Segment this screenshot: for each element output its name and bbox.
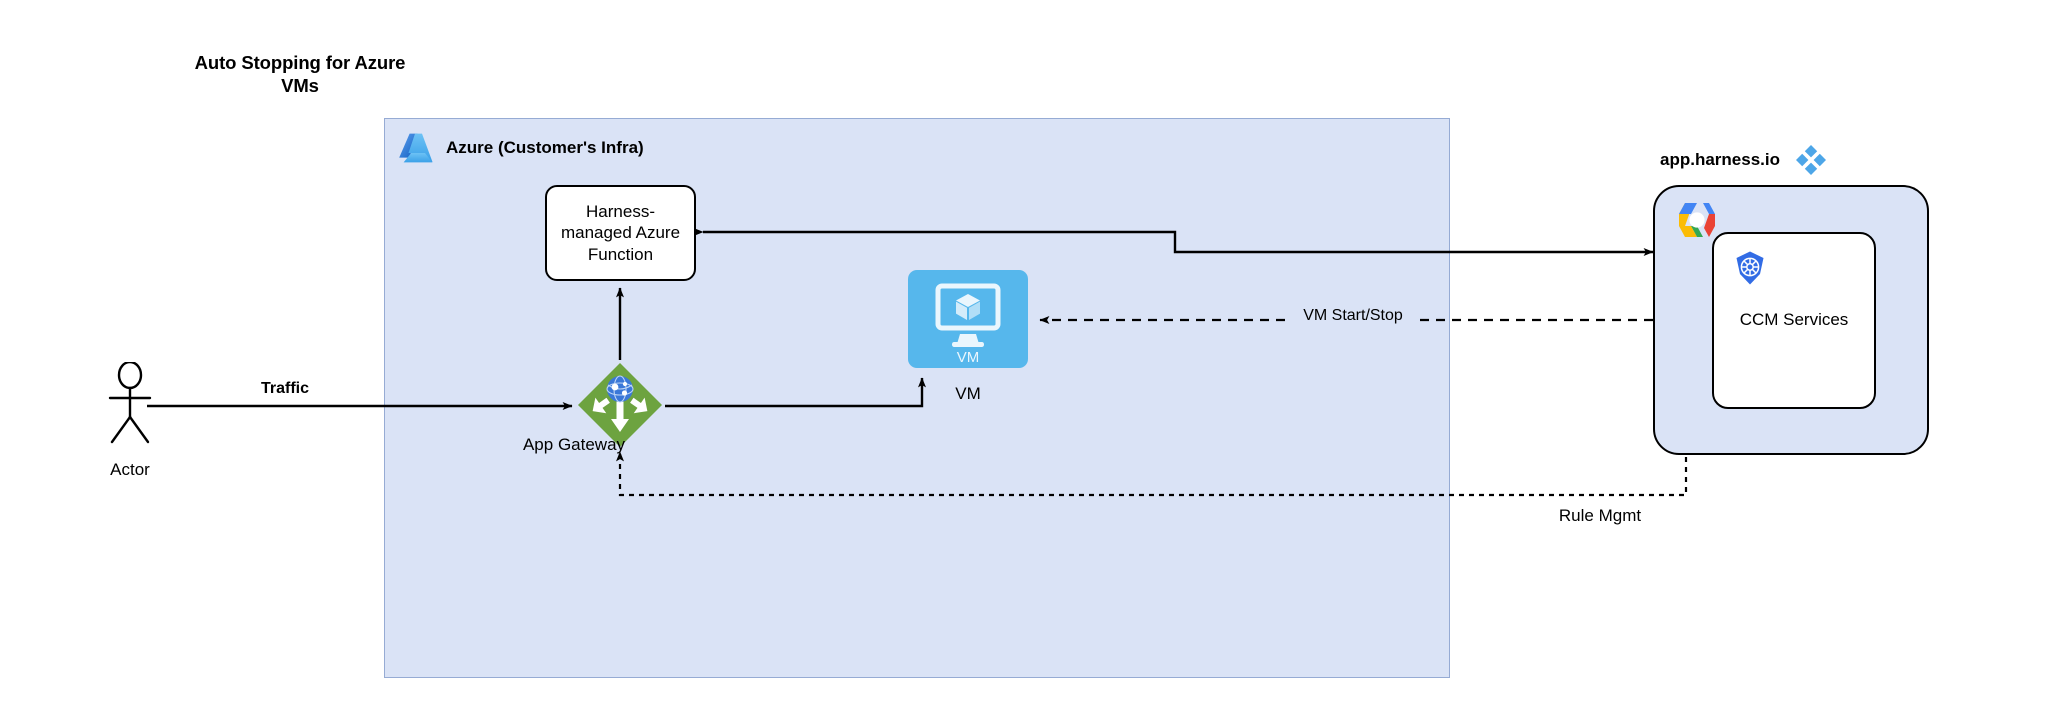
vm-label: VM: [955, 384, 981, 403]
traffic-edge-label: Traffic: [260, 380, 309, 397]
app-gateway-label: App Gateway: [522, 435, 626, 454]
rule-mgmt-edge-label: Rule Mgmt: [1558, 506, 1642, 525]
azure-region-container: [384, 118, 1450, 678]
azure-region-label: Azure (Customer's Infra): [446, 138, 644, 157]
azure-region-header: Azure (Customer's Infra): [398, 132, 644, 164]
gcp-logo-icon: [1676, 200, 1718, 240]
azure-logo-icon: [398, 132, 434, 164]
vm-start-stop-edge-label: VM Start/Stop: [1292, 307, 1414, 325]
svg-text:VM: VM: [957, 349, 980, 366]
harness-logo-icon: [1794, 143, 1828, 177]
kubernetes-logo-icon: [1732, 250, 1768, 286]
virtual-machine-icon[interactable]: VM: [908, 270, 1028, 368]
harness-function-node[interactable]: Harness-managed Azure Function: [545, 185, 696, 281]
azure-application-gateway-icon[interactable]: [577, 362, 663, 448]
actor-label: Actor: [110, 460, 150, 479]
harness-function-label: Harness-managed Azure Function: [560, 201, 681, 264]
page-title: Auto Stopping for Azure VMs: [194, 52, 406, 96]
harness-title-label: app.harness.io: [1660, 150, 1780, 169]
harness-title-row: app.harness.io: [1660, 143, 1828, 177]
actor-stick-figure-icon[interactable]: [100, 360, 160, 444]
ccm-services-label: CCM Services: [1739, 310, 1849, 329]
